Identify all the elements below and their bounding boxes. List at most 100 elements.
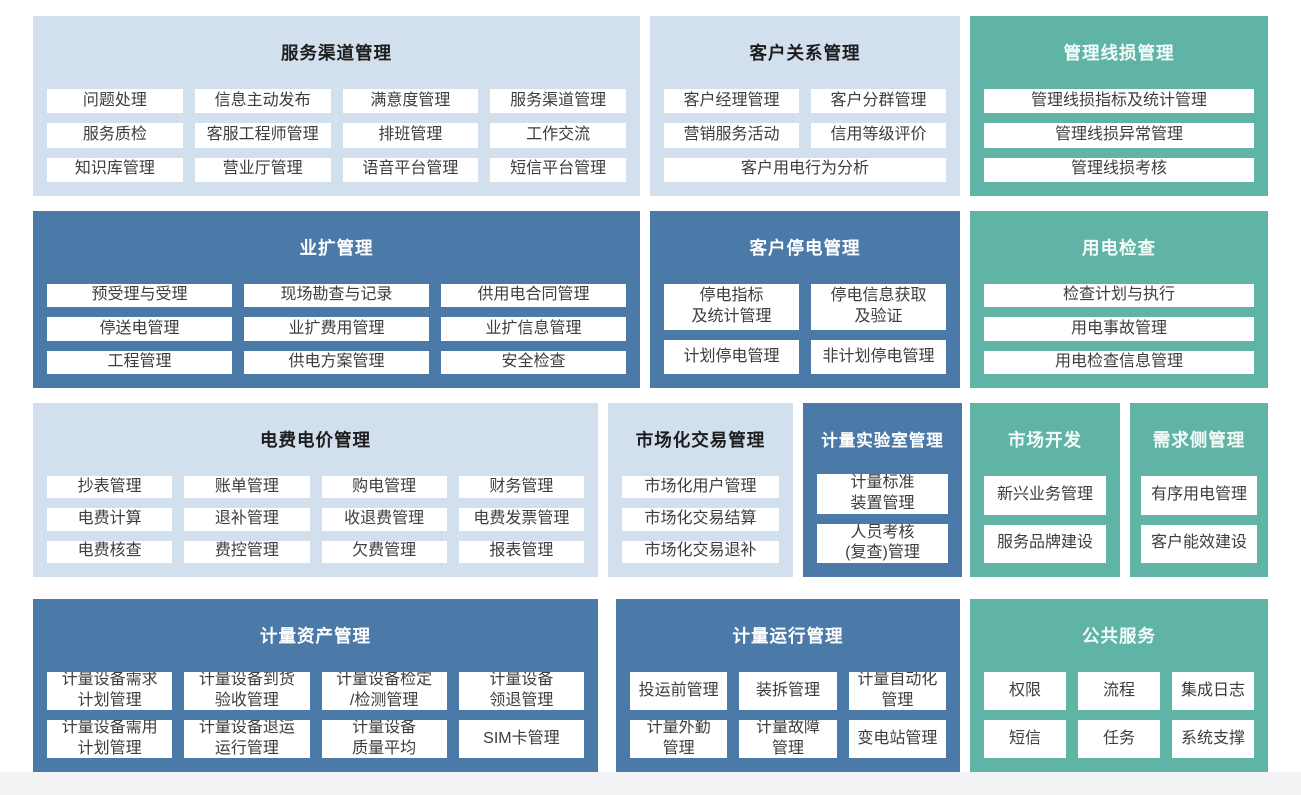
module-card: 供用电合同管理 [441, 284, 626, 308]
block-items: 投运前管理 装拆管理 计量自动化 管理 计量外勤 管理 计量故障 管理 变电站管… [616, 672, 960, 772]
block-items: 抄表管理 账单管理 购电管理 财务管理 电费计算 退补管理 收退费管理 电费发票… [33, 476, 598, 577]
module-card: 计量外勤 管理 [630, 720, 728, 758]
block-title: 客户停电管理 [749, 238, 861, 259]
module-card: 电费发票管理 [458, 508, 584, 531]
block-power-inspection: 用电检查 检查计划与执行 用电事故管理 用电检查信息管理 [970, 211, 1268, 388]
module-card: 计量故障 管理 [739, 720, 837, 758]
module-card: 服务质检 [47, 123, 183, 148]
module-card: 费控管理 [184, 540, 310, 563]
module-card: 信用等级评价 [811, 123, 946, 148]
block-items: 检查计划与执行 用电事故管理 用电检查信息管理 [970, 284, 1268, 388]
block-items: 管理线损指标及统计管理 管理线损异常管理 管理线损考核 [970, 89, 1268, 196]
block-market-trade-management: 市场化交易管理 市场化用户管理 市场化交易结算 市场化交易退补 [608, 403, 793, 577]
module-card: 市场化交易结算 [622, 508, 779, 531]
module-card: 安全检查 [441, 350, 626, 374]
module-card: 管理线损指标及统计管理 [984, 89, 1254, 114]
module-card: 装拆管理 [739, 672, 837, 711]
module-card: 工程管理 [47, 350, 232, 374]
module-card: 系统支撑 [1172, 720, 1254, 758]
module-card: 检查计划与执行 [984, 284, 1254, 308]
module-card: 管理线损异常管理 [984, 123, 1254, 148]
block-items: 计量设备需求 计划管理 计量设备到货 验收管理 计量设备检定 /检测管理 计量设… [33, 672, 598, 772]
module-card: 权限 [984, 672, 1066, 711]
module-card: 账单管理 [184, 476, 310, 499]
module-card: 信息主动发布 [194, 89, 331, 114]
module-card: 市场化交易退补 [622, 540, 779, 563]
block-items: 问题处理 信息主动发布 满意度管理 服务渠道管理 服务质检 客服工程师管理 排班… [33, 89, 640, 196]
module-card: 退补管理 [184, 508, 310, 531]
module-card: 问题处理 [47, 89, 183, 114]
module-card: 客户经理管理 [664, 89, 799, 114]
block-customer-relation-management: 客户关系管理 客户经理管理 客户分群管理 营销服务活动 信用等级评价 客户用电行… [650, 16, 960, 196]
module-card: 客户能效建设 [1141, 524, 1257, 563]
block-title: 服务渠道管理 [281, 43, 392, 64]
module-card: 计划停电管理 [664, 339, 799, 374]
module-card: 人员考核 (复查)管理 [817, 523, 948, 563]
module-card: 计量设备退运 运行管理 [184, 720, 310, 758]
module-card: 电费核查 [47, 540, 173, 563]
module-card: 工作交流 [490, 123, 626, 148]
block-items: 客户经理管理 客户分群管理 营销服务活动 信用等级评价 客户用电行为分析 [650, 89, 960, 196]
block-title: 市场开发 [1008, 430, 1082, 451]
module-card: 新兴业务管理 [984, 476, 1106, 515]
block-title: 市场化交易管理 [635, 430, 766, 451]
module-card: 营销服务活动 [664, 123, 799, 148]
module-card: 集成日志 [1172, 672, 1254, 711]
module-card: 抄表管理 [47, 476, 173, 499]
module-card: 任务 [1078, 720, 1160, 758]
block-title: 客户关系管理 [749, 43, 861, 64]
block-demand-side-management: 需求侧管理 有序用电管理 客户能效建设 [1130, 403, 1268, 577]
block-title: 计量实验室管理 [821, 431, 944, 450]
block-title: 公共服务 [1082, 626, 1156, 647]
module-card: 变电站管理 [848, 720, 946, 758]
module-card: 停送电管理 [47, 317, 232, 341]
module-card: 计量标准 装置管理 [817, 474, 948, 514]
module-card: 投运前管理 [630, 672, 728, 711]
block-metering-lab-management: 计量实验室管理 计量标准 装置管理 人员考核 (复查)管理 [803, 403, 962, 577]
block-metering-asset-management: 计量资产管理 计量设备需求 计划管理 计量设备到货 验收管理 计量设备检定 /检… [33, 599, 598, 772]
module-card: 业扩信息管理 [441, 317, 626, 341]
page-bottom-band [0, 772, 1301, 795]
module-card: 计量设备到货 验收管理 [184, 672, 310, 711]
module-card: 流程 [1078, 672, 1160, 711]
module-card: 营业厅管理 [194, 157, 331, 182]
module-card: 服务品牌建设 [984, 524, 1106, 563]
module-card: 用电事故管理 [984, 317, 1254, 341]
module-card: 有序用电管理 [1141, 476, 1257, 515]
block-items: 市场化用户管理 市场化交易结算 市场化交易退补 [608, 476, 793, 577]
module-card: 服务渠道管理 [490, 89, 626, 114]
module-card: 计量自动化 管理 [848, 672, 946, 711]
module-card: 语音平台管理 [342, 157, 479, 182]
block-billing-pricing-management: 电费电价管理 抄表管理 账单管理 购电管理 财务管理 电费计算 退补管理 收退费… [33, 403, 598, 577]
module-card: 计量设备 领退管理 [458, 672, 584, 711]
module-card: 客户用电行为分析 [664, 157, 946, 182]
block-title: 用电检查 [1082, 238, 1156, 259]
module-card: 购电管理 [321, 476, 447, 499]
module-card: 排班管理 [342, 123, 479, 148]
block-market-development: 市场开发 新兴业务管理 服务品牌建设 [970, 403, 1120, 577]
module-card: 收退费管理 [321, 508, 447, 531]
module-card: 电费计算 [47, 508, 173, 531]
module-card: SIM卡管理 [458, 720, 584, 758]
module-card: 欠费管理 [321, 540, 447, 563]
module-card: 客服工程师管理 [194, 123, 331, 148]
block-service-channel-management: 服务渠道管理 问题处理 信息主动发布 满意度管理 服务渠道管理 服务质检 客服工… [33, 16, 640, 196]
block-items: 有序用电管理 客户能效建设 [1130, 476, 1268, 577]
module-card: 知识库管理 [47, 157, 183, 182]
module-card: 财务管理 [458, 476, 584, 499]
module-card: 短信平台管理 [490, 157, 626, 182]
module-card: 管理线损考核 [984, 157, 1254, 182]
block-items: 计量标准 装置管理 人员考核 (复查)管理 [803, 474, 962, 577]
module-card: 业扩费用管理 [244, 317, 429, 341]
module-card: 用电检查信息管理 [984, 350, 1254, 374]
module-card: 计量设备需用 计划管理 [47, 720, 173, 758]
block-title: 需求侧管理 [1152, 430, 1246, 451]
module-card: 市场化用户管理 [622, 476, 779, 499]
module-card: 客户分群管理 [811, 89, 946, 114]
module-card: 预受理与受理 [47, 284, 232, 308]
block-title: 业扩管理 [299, 238, 374, 259]
module-card: 非计划停电管理 [811, 339, 946, 374]
module-card: 计量设备检定 /检测管理 [321, 672, 447, 711]
block-title: 计量资产管理 [260, 626, 371, 647]
